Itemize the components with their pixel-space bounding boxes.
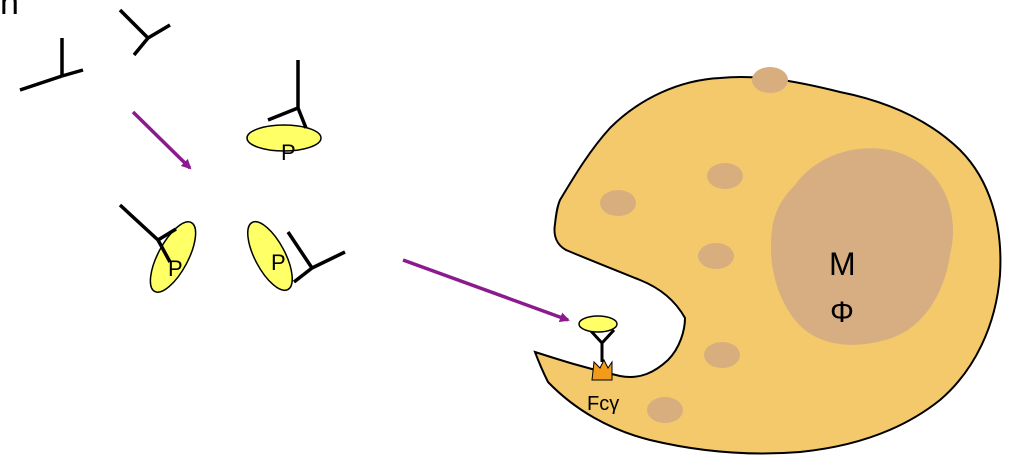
pathogen-label: P <box>281 140 296 165</box>
cytoplasm-granule <box>707 163 743 189</box>
antibody-y-icon <box>268 60 306 128</box>
cytoplasm-granule <box>600 190 636 216</box>
fc-receptor-shape <box>592 360 612 380</box>
antibody-y-icon <box>120 10 170 55</box>
fc-receptor-label: Fcγ <box>587 393 619 415</box>
macrophage-label-m: M <box>829 246 856 282</box>
pathogen-label: P <box>271 250 286 275</box>
pathogen-label: P <box>168 256 183 281</box>
antibody-y-icon <box>20 38 83 90</box>
macrophage-label-phi: Φ <box>830 296 854 329</box>
cytoplasm-granule <box>752 67 788 93</box>
pathogen-icon <box>239 215 301 296</box>
cytoplasm-granule <box>704 342 740 368</box>
bound-antibody-y-icon <box>590 330 614 362</box>
fc-receptor-icon <box>592 360 612 380</box>
opsonized-pathogen-top: P <box>247 60 321 165</box>
arrow-icon <box>403 260 568 320</box>
cytoplasm-granule <box>698 243 734 269</box>
arrow-icon <box>133 112 190 168</box>
antibody-y-icon <box>288 232 345 282</box>
cytoplasm-granule <box>647 397 683 423</box>
corner-text-fragment: n <box>0 0 19 22</box>
opsonized-pathogen-mid: P <box>239 215 345 296</box>
opsonized-pathogen-left: P <box>120 205 205 298</box>
bound-pathogen-icon <box>579 316 617 332</box>
